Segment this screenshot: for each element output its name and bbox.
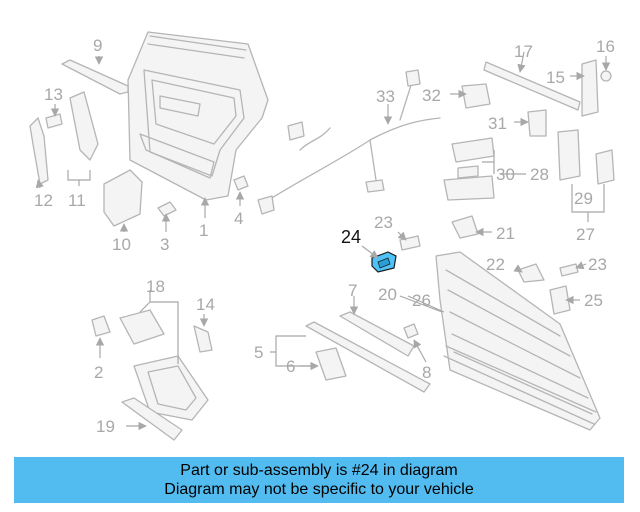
sunshade xyxy=(435,251,601,431)
label-24: 24 xyxy=(341,227,361,247)
bolt xyxy=(233,175,249,191)
label-29: 29 xyxy=(574,189,593,208)
label-33: 33 xyxy=(376,87,395,106)
label-18: 18 xyxy=(146,277,165,296)
label-30: 30 xyxy=(496,165,515,184)
window-strip-5 xyxy=(305,321,431,393)
clip-31 xyxy=(527,109,547,137)
label-20: 20 xyxy=(378,285,397,304)
clip-8 xyxy=(403,323,419,339)
ashtray-insert xyxy=(119,309,165,345)
label-1: 1 xyxy=(199,221,208,240)
label-15: 15 xyxy=(546,68,565,87)
banner-line-2: Diagram may not be specific to your vehi… xyxy=(164,481,474,498)
screw xyxy=(157,201,177,217)
label-17: 17 xyxy=(514,42,533,61)
handle-22 xyxy=(517,263,545,283)
door-trim-panel xyxy=(127,31,269,201)
leader-lines xyxy=(35,51,611,431)
part-24-highlighted xyxy=(371,251,397,273)
pillar-trim xyxy=(29,117,49,185)
label-16: 16 xyxy=(596,37,615,56)
latch-25 xyxy=(549,285,571,315)
label-13: 13 xyxy=(44,85,63,104)
label-12: 12 xyxy=(34,191,53,210)
switch-32 xyxy=(461,83,491,109)
label-7: 7 xyxy=(348,281,357,300)
label-21: 21 xyxy=(496,224,515,243)
label-28: 28 xyxy=(530,165,549,184)
label-23-upper: 23 xyxy=(374,213,393,232)
label-8: 8 xyxy=(422,363,431,382)
label-10: 10 xyxy=(112,235,131,254)
connector-30c xyxy=(457,165,479,179)
label-4: 4 xyxy=(234,209,243,228)
clip-23-upper xyxy=(399,235,421,251)
banner-line-1: Part or sub-assembly is #24 in diagram xyxy=(180,462,458,479)
cap-21 xyxy=(451,215,479,239)
label-23-right: 23 xyxy=(588,255,607,274)
parts-diagram: 9 13 12 11 10 3 1 4 33 32 31 17 15 16 30… xyxy=(29,31,615,441)
trim-19 xyxy=(121,397,183,441)
clip-13 xyxy=(45,113,63,129)
label-3: 3 xyxy=(160,235,169,254)
label-31: 31 xyxy=(488,114,507,133)
clip-23-right xyxy=(559,263,579,277)
label-2: 2 xyxy=(94,363,103,382)
cap-14 xyxy=(193,325,213,353)
info-banner: Part or sub-assembly is #24 in diagram D… xyxy=(14,457,624,503)
speaker-grille xyxy=(103,169,143,227)
wiring-harness xyxy=(257,69,441,215)
trim-15 xyxy=(581,59,599,117)
label-11: 11 xyxy=(68,191,86,210)
label-27: 27 xyxy=(576,225,595,244)
label-26: 26 xyxy=(412,291,431,310)
trim-strip xyxy=(61,59,129,95)
clip-6 xyxy=(315,347,347,381)
door-handle-trim xyxy=(69,91,99,161)
label-32: 32 xyxy=(422,86,441,105)
label-22: 22 xyxy=(486,255,505,274)
lamp-2 xyxy=(91,315,111,337)
plug-16 xyxy=(600,70,612,82)
door-lock xyxy=(557,129,581,181)
connector-30b xyxy=(443,175,495,201)
label-6: 6 xyxy=(286,357,295,376)
lock-bracket xyxy=(595,149,615,185)
armrest-handle xyxy=(133,355,209,421)
connector-30a xyxy=(451,137,495,163)
label-14: 14 xyxy=(196,295,215,314)
label-5: 5 xyxy=(254,343,263,362)
label-9: 9 xyxy=(93,36,102,55)
weather-strip xyxy=(483,61,581,111)
label-25: 25 xyxy=(584,291,603,310)
callout-labels: 9 13 12 11 10 3 1 4 33 32 31 17 15 16 30… xyxy=(34,36,615,436)
label-19: 19 xyxy=(96,417,115,436)
